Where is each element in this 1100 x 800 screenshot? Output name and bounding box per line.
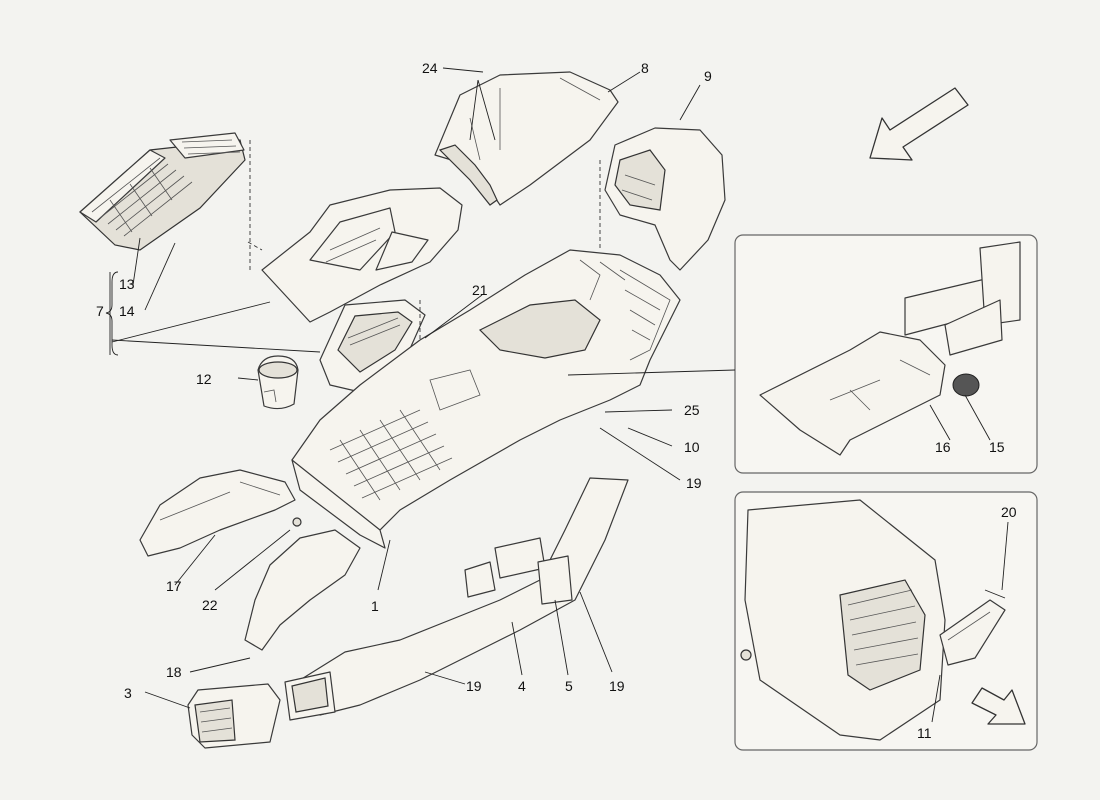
part-side-storage-bin [139,469,296,557]
part-top-trim-plate [247,140,463,323]
callout-16: 16 [935,439,951,455]
part-outlet-vent [187,683,281,749]
part-air-duct [284,477,629,721]
callout-15: 15 [989,439,1005,455]
callout-12: 12 [196,371,212,387]
callout-9: 9 [704,68,712,84]
callout-19-b: 19 [466,678,482,694]
part-console-body [291,160,681,549]
callout-25: 25 [684,402,700,418]
group-brace [105,271,119,356]
part-side-trim-panel [244,517,361,651]
callout-13: 13 [119,276,135,292]
part-rear-vent-detail [740,499,1006,741]
part-cup-insert [257,355,299,410]
callout-22: 22 [202,597,218,613]
callout-11: 11 [917,725,932,741]
leader-lines [109,67,1009,723]
callout-7: 7 [96,303,104,319]
callout-24: 24 [422,60,438,76]
callout-17: 17 [166,578,182,594]
callout-21: 21 [472,282,488,298]
callout-10: 10 [684,439,700,455]
callout-14: 14 [119,303,135,319]
callout-labels: 24 8 9 13 7 14 21 12 25 10 19 16 15 20 1… [96,60,1017,741]
callout-19: 19 [686,475,702,491]
direction-arrow-icon [971,687,1026,725]
direction-arrow-icon [869,87,969,161]
part-armrest-lid [434,71,619,206]
callout-5: 5 [565,678,573,694]
callout-8: 8 [641,60,649,76]
callout-4: 4 [518,678,526,694]
callout-1: 1 [371,598,379,614]
callout-20: 20 [1001,504,1017,520]
callout-3: 3 [124,685,132,701]
part-rear-cover [604,127,726,271]
part-cup-holder-insert [79,132,246,251]
callout-18: 18 [166,664,182,680]
part-console-support [759,241,1021,456]
part-storage-tray [319,299,426,393]
callout-19-c: 19 [609,678,625,694]
